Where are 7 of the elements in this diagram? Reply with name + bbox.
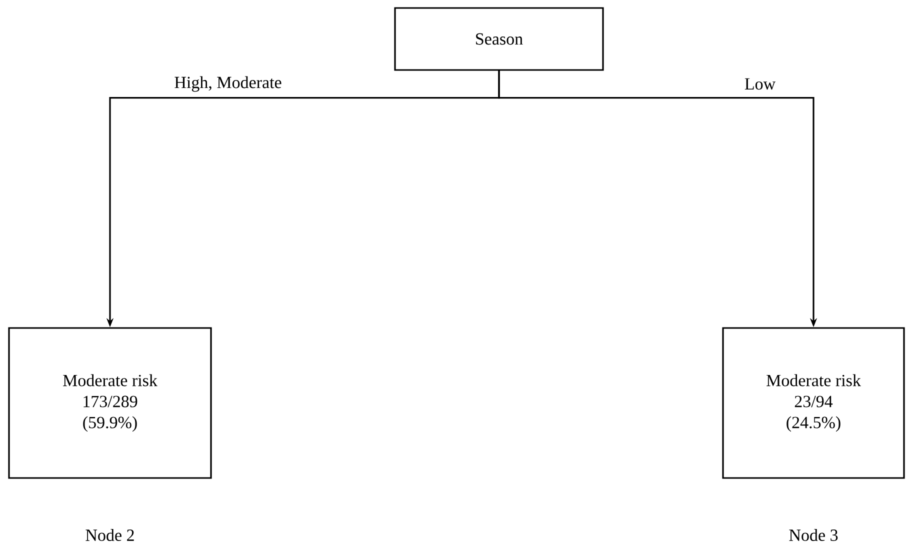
leaf-box: Moderate risk 173/289 (59.9%) [8, 327, 212, 479]
split-box: Season [394, 7, 604, 71]
edge-label: Low [744, 78, 776, 90]
node-caption: Node 3 [789, 529, 838, 541]
leaf-box: Moderate risk 23/94 (24.5%) [722, 327, 905, 479]
node-caption: Node 2 [86, 529, 134, 541]
edge-label: High, Moderate [174, 76, 282, 92]
